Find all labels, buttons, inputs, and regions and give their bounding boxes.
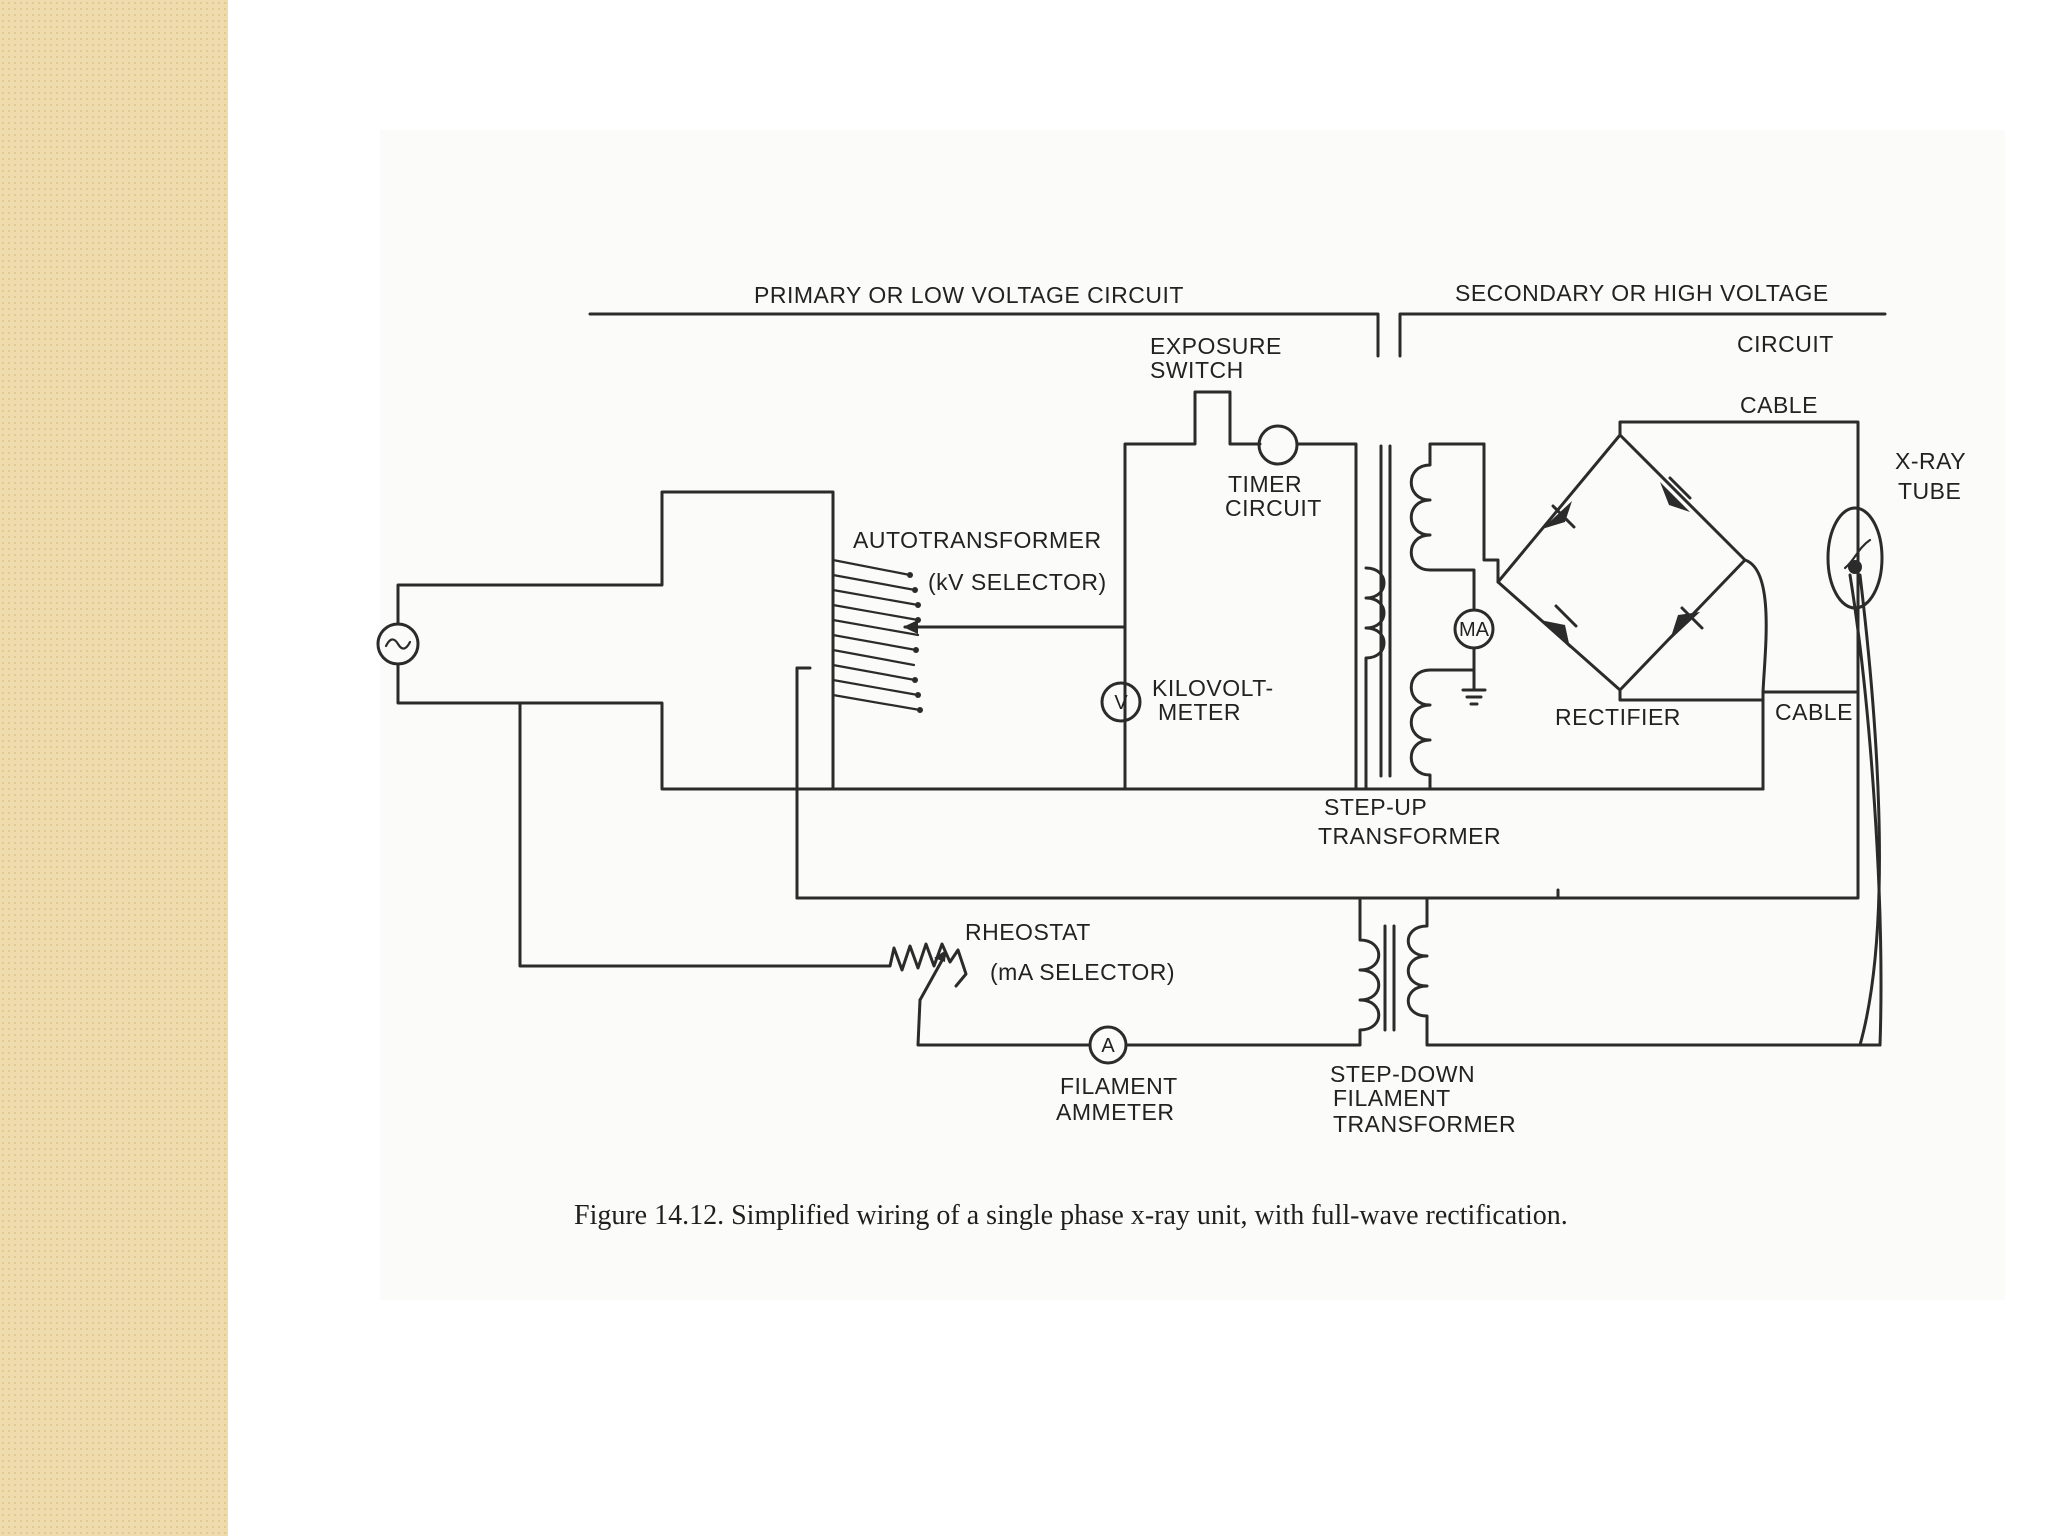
rheostat-label: RHEOSTAT [965, 919, 1091, 945]
circuit-section-brackets [588, 312, 1887, 358]
ammeter-icon: A [1101, 1035, 1115, 1057]
exposure-switch-label-line1: EXPOSURE [1150, 333, 1282, 359]
step-down-label-line1: STEP-DOWN [1330, 1061, 1475, 1087]
autotransformer-label: AUTOTRANSFORMER [853, 527, 1102, 553]
step-up-transformer-label-line1: STEP-UP [1324, 794, 1427, 820]
filament-ammeter-label-line1: FILAMENT [1060, 1073, 1178, 1099]
scanned-figure-background [380, 130, 2005, 1300]
secondary-circuit-label-line1: SECONDARY OR HIGH VOLTAGE [1455, 280, 1829, 306]
step-up-transformer-label-line2: TRANSFORMER [1318, 823, 1501, 849]
kilovoltmeter-label-line2: METER [1158, 699, 1241, 725]
primary-circuit-label: PRIMARY OR LOW VOLTAGE CIRCUIT [754, 282, 1184, 308]
timer-circuit-label-line2: CIRCUIT [1225, 495, 1322, 521]
voltmeter-icon: V [1114, 692, 1128, 714]
secondary-circuit-label-line2: CIRCUIT [1737, 331, 1834, 357]
exposure-switch-label-line2: SWITCH [1150, 357, 1244, 383]
xray-tube [1826, 506, 1884, 1047]
milliammeter-icon: MA [1459, 619, 1490, 641]
filament-circuit [795, 690, 1882, 1065]
kv-selector-label: (kV SELECTOR) [928, 569, 1107, 595]
kilovoltmeter-label-line1: KILOVOLT- [1152, 675, 1274, 701]
decorative-side-panel [0, 0, 228, 1536]
primary-wiring [396, 490, 1765, 968]
ma-selector-label: (mA SELECTOR) [990, 959, 1175, 985]
bridge-rectifier [1496, 420, 1860, 702]
step-down-label-line2: FILAMENT [1333, 1085, 1451, 1111]
exposure-timer-section [1100, 390, 1358, 791]
filament-ammeter-label-line2: AMMETER [1056, 1099, 1175, 1125]
xray-tube-label-line1: X-RAY [1895, 448, 1966, 474]
xray-tube-label-line2: TUBE [1898, 478, 1961, 504]
rectifier-label: RECTIFIER [1555, 704, 1681, 730]
step-down-label-line3: TRANSFORMER [1333, 1111, 1516, 1137]
cable-bottom-label: CABLE [1775, 699, 1853, 725]
step-up-transformer [1354, 442, 1765, 791]
autotransformer [831, 540, 1127, 791]
timer-circuit-label-line1: TIMER [1228, 471, 1302, 497]
figure-caption: Figure 14.12. Simplified wiring of a sin… [574, 1200, 1568, 1231]
ac-source [376, 622, 420, 666]
cable-top-label: CABLE [1740, 392, 1818, 418]
